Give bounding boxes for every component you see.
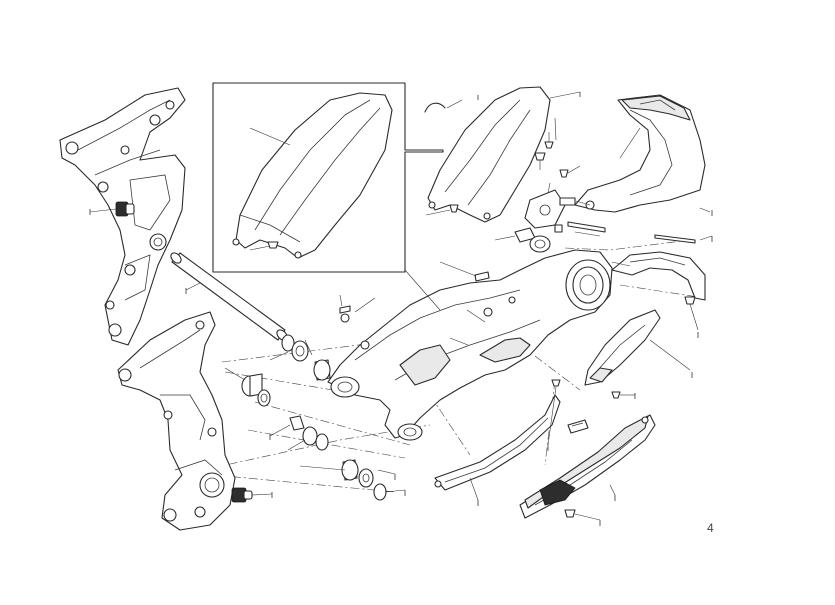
swingarm-small-parts <box>339 261 490 323</box>
pivot-shaft <box>170 252 288 341</box>
caliper-bracket <box>494 182 606 253</box>
chain-guide <box>519 414 656 521</box>
reference-ticks <box>89 92 713 526</box>
chain-slider <box>434 379 561 501</box>
hugger-screws <box>534 117 581 178</box>
chain-guard-plate <box>584 309 691 399</box>
adjuster-rod <box>654 234 713 244</box>
frame-bolt <box>89 201 135 217</box>
swingarm <box>327 249 613 441</box>
inset-detail-box <box>212 82 444 273</box>
rear-hugger <box>424 86 581 223</box>
lower-frame-bolt <box>231 487 273 503</box>
page-number: 4 <box>707 521 714 535</box>
frame-upper-part <box>59 87 186 346</box>
pivot-bearings <box>224 334 406 501</box>
sticker-label <box>567 419 589 434</box>
frame-lower-plate <box>117 311 236 531</box>
rear-fender-guard <box>611 251 706 331</box>
rear-upper-cover <box>574 94 711 213</box>
